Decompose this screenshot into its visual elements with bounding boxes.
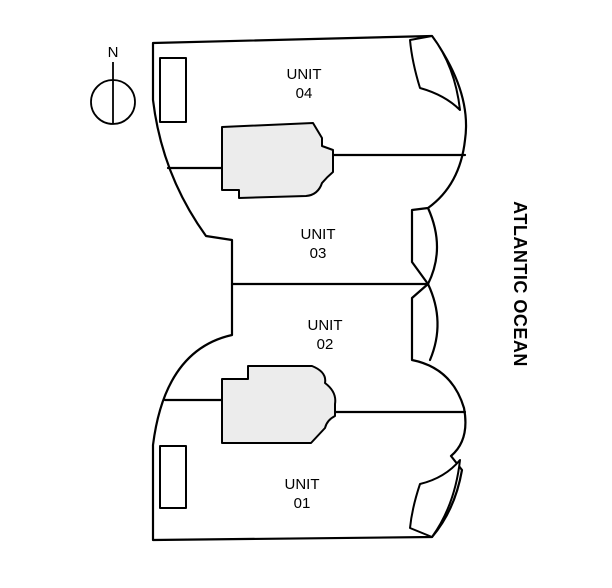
north-arrow-icon [90, 62, 136, 125]
unit-04-title: UNIT [287, 66, 322, 83]
north-label: N [108, 44, 119, 61]
unit-04-number: 04 [296, 85, 313, 102]
terrace-south [409, 459, 461, 538]
unit-02-number: 02 [317, 336, 334, 353]
balcony-north-west [159, 57, 187, 123]
unit-03-number: 03 [310, 245, 327, 262]
terrace-north [409, 35, 461, 111]
balcony-south-west [159, 445, 187, 509]
building-outline [151, 34, 468, 542]
core-upper [221, 122, 334, 199]
unit-02-title: UNIT [308, 317, 343, 334]
unit-01-number: 01 [294, 495, 311, 512]
unit-03-title: UNIT [301, 226, 336, 243]
bay-lower-right [426, 282, 439, 362]
bay-upper-right [426, 206, 439, 286]
unit-01-title: UNIT [285, 476, 320, 493]
core-lower [221, 365, 337, 444]
ocean-label: ATLANTIC OCEAN [510, 201, 530, 367]
